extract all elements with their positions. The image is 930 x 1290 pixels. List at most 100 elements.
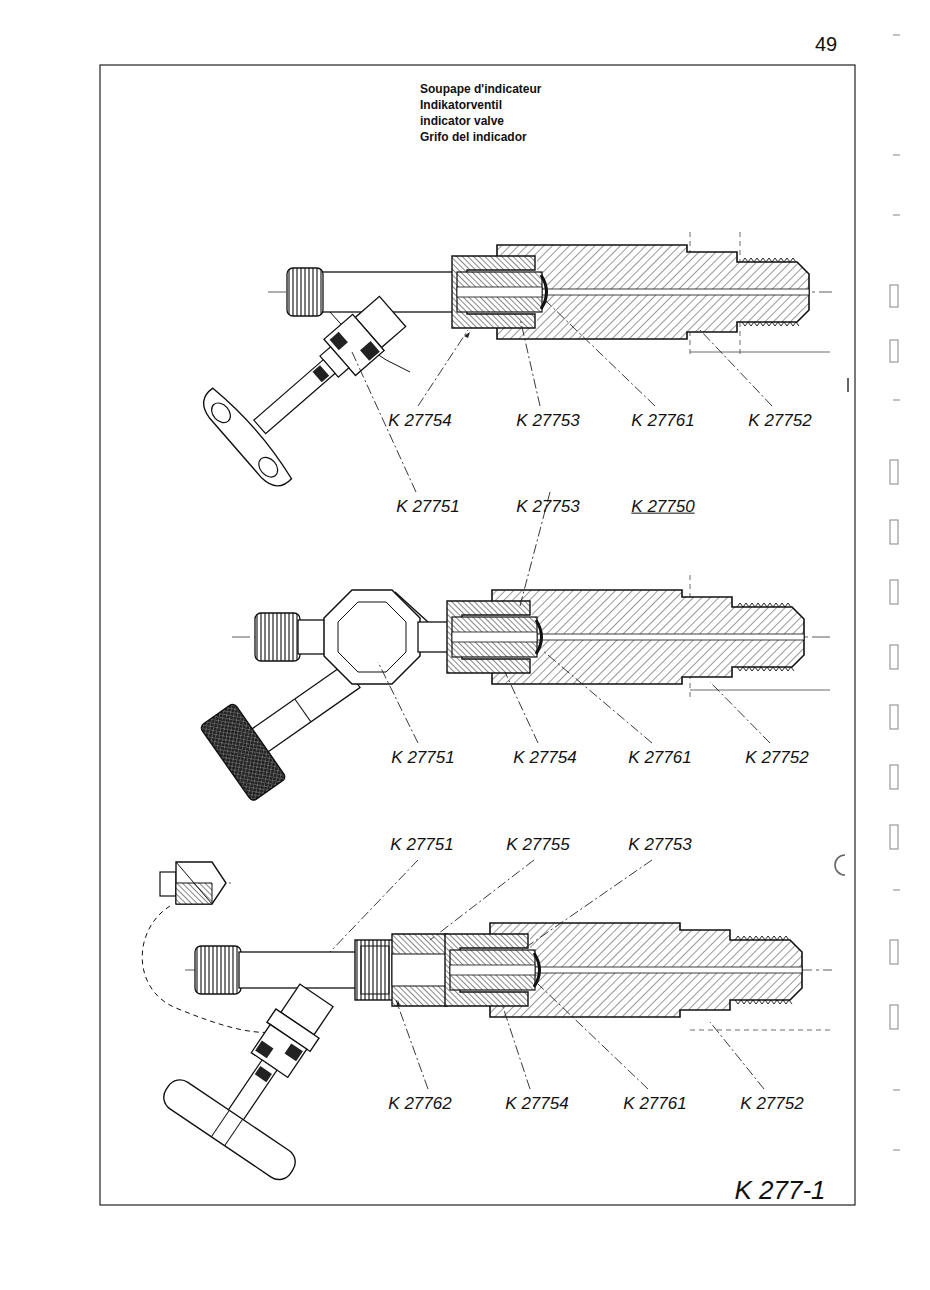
drawing-part xyxy=(445,923,802,1017)
drawing-part xyxy=(890,520,898,544)
drawing-part xyxy=(361,946,389,994)
drawing-part xyxy=(710,682,770,743)
drawing-part xyxy=(158,1074,300,1184)
drawing-part xyxy=(195,946,241,994)
drawing-part xyxy=(418,330,468,406)
drawing-part xyxy=(208,399,235,426)
title-line: Grifo del indicador xyxy=(420,131,527,144)
valve-figure-3 xyxy=(142,862,832,1185)
cap xyxy=(160,862,226,904)
title-line: Soupape d'indicateur xyxy=(420,83,542,96)
drawing-part xyxy=(890,285,898,307)
part-number: K 27754 xyxy=(513,749,576,768)
drawing-part xyxy=(396,1000,428,1089)
drawing-part xyxy=(330,860,418,952)
part-number: K 27753 xyxy=(516,498,579,517)
drawing-part xyxy=(690,352,830,353)
drawing-part xyxy=(890,580,898,604)
drawing-part xyxy=(835,855,845,875)
drawing-part xyxy=(254,360,335,434)
drawing-part xyxy=(255,1041,273,1059)
part-number: K 27752 xyxy=(745,749,808,768)
drawing-part xyxy=(287,268,323,316)
part-number: K 27752 xyxy=(740,1095,803,1114)
drawing-part xyxy=(522,860,652,950)
drawing-part xyxy=(160,872,176,896)
part-number: K 27752 xyxy=(748,412,811,431)
drawing-part xyxy=(447,590,804,684)
binder-marks xyxy=(835,35,900,1150)
drawing-part xyxy=(338,602,406,672)
drawing-part xyxy=(255,613,300,661)
drawing-part xyxy=(893,154,900,155)
drawing-part xyxy=(176,883,212,904)
drawing-part xyxy=(360,341,380,361)
drawing-part xyxy=(520,318,540,406)
drawing-part xyxy=(710,1022,764,1089)
drawing-part xyxy=(355,940,395,1000)
drawing-part xyxy=(893,1149,900,1150)
valve-figure-1 xyxy=(196,232,832,493)
page-number: 49 xyxy=(815,33,837,55)
drawing-part xyxy=(418,622,448,652)
part-number: K 27755 xyxy=(506,836,569,855)
drawing-part xyxy=(890,1005,898,1029)
drawing-part xyxy=(227,1060,277,1121)
drawing-part xyxy=(538,984,648,1089)
drawing-part xyxy=(890,705,898,729)
drawing-part xyxy=(847,378,849,392)
drawing-part xyxy=(324,590,420,684)
drawing-part xyxy=(225,1119,243,1146)
drawing-part xyxy=(158,955,381,1185)
valve-figure-2 xyxy=(199,575,832,802)
drawing-part xyxy=(890,460,898,484)
drawing-part xyxy=(199,703,286,802)
leader-lines xyxy=(330,300,772,1089)
drawing-part xyxy=(176,862,212,904)
drawing-part xyxy=(690,1030,830,1031)
drawing-part xyxy=(890,940,898,964)
part-number: K 27761 xyxy=(631,412,694,431)
drawing-part xyxy=(330,332,348,350)
drawing-part xyxy=(392,954,447,986)
drawing-part xyxy=(890,825,898,849)
drawing-part xyxy=(255,454,282,481)
drawing-part xyxy=(893,34,900,35)
sheet-number: K 277-1 xyxy=(734,1176,825,1205)
drawing-part xyxy=(690,690,830,691)
part-number: K 27751 xyxy=(390,836,453,855)
part-number: K 27762 xyxy=(388,1095,451,1114)
drawing-part xyxy=(545,300,655,406)
part-number: K 27751 xyxy=(391,749,454,768)
part-number: K 27751 xyxy=(396,498,459,517)
drawing-part xyxy=(392,934,447,1006)
drawing-part xyxy=(247,665,360,756)
drawing-part xyxy=(211,1110,229,1137)
frame xyxy=(100,65,855,1205)
drawing-part xyxy=(890,340,898,362)
drawing-part xyxy=(430,860,534,940)
drawing-part xyxy=(395,592,428,622)
drawing-part xyxy=(452,245,809,339)
drawing-part xyxy=(505,672,538,743)
drawing-part xyxy=(893,1089,900,1090)
arrow-tip xyxy=(396,1000,400,1007)
drawing-part xyxy=(700,330,772,406)
drawing-part xyxy=(890,645,898,669)
part-number: K 27753 xyxy=(516,412,579,431)
drawing-part xyxy=(196,385,295,494)
drawing-part xyxy=(239,952,361,988)
drawing-part xyxy=(285,1043,303,1061)
part-number: K 27754 xyxy=(505,1095,568,1114)
part-number: K 27754 xyxy=(388,412,451,431)
drawing-part xyxy=(502,1004,530,1089)
part-number: K 27753 xyxy=(628,836,691,855)
drawing-part xyxy=(196,266,432,493)
drawing-part xyxy=(312,365,329,382)
part-number: K 27761 xyxy=(623,1095,686,1114)
drawing-part xyxy=(893,889,900,890)
title-line: indicator valve xyxy=(420,115,504,128)
drawing-part xyxy=(176,862,226,904)
